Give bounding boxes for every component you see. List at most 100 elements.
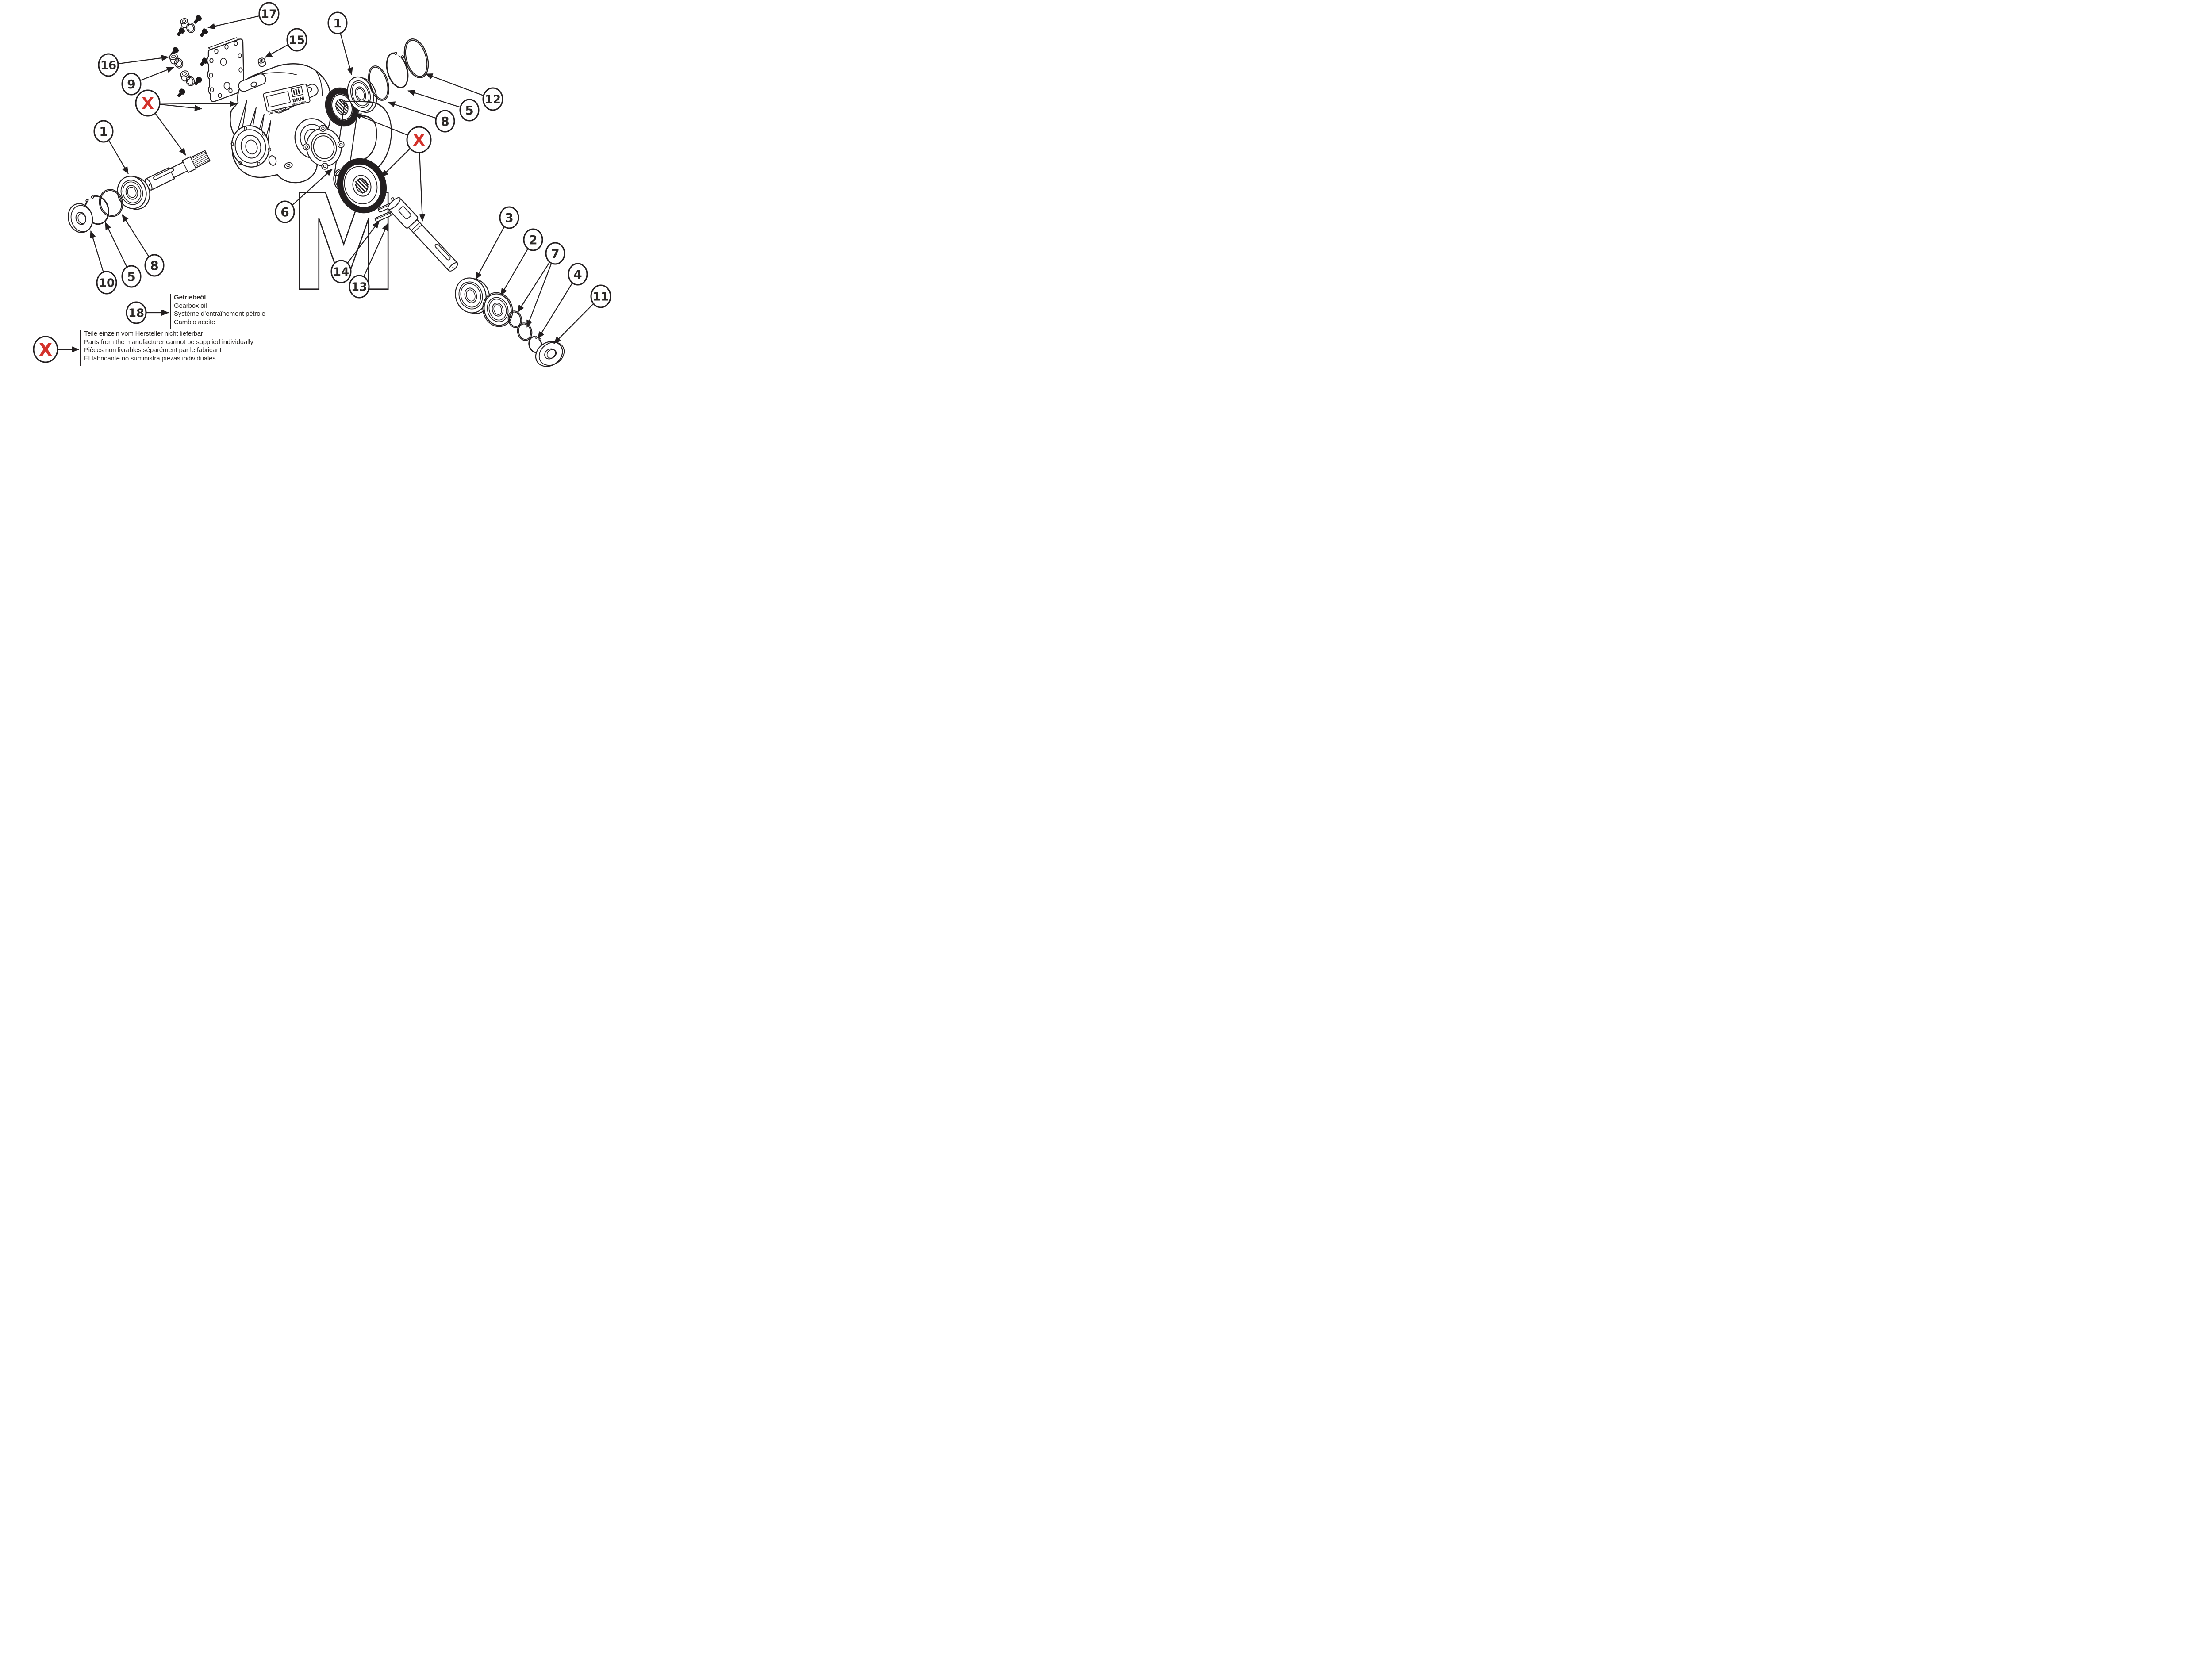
callout-5-c5a: 5 [407, 90, 480, 122]
leader-arrow [140, 66, 174, 81]
leader-arrow [500, 248, 529, 296]
callout-8-c8b: 8 [122, 214, 165, 277]
magnetic-plug-icon [169, 53, 179, 65]
callout-number: 8 [441, 114, 449, 129]
callout-number: 7 [551, 246, 559, 261]
callout-4-c4: 4 [538, 263, 588, 339]
legend-line-es: El fabricante no suministra piezas indiv… [84, 354, 216, 362]
leader-arrow [354, 113, 408, 136]
leader-arrow [346, 221, 380, 264]
leader-arrow [407, 90, 461, 108]
x-legend-block: Teile einzeln vom Hersteller nicht liefe… [80, 330, 253, 366]
shim-ring [507, 310, 522, 328]
thrust-washer [68, 203, 93, 233]
hex-bolt-icon [177, 27, 185, 36]
callout-balloon [275, 200, 295, 223]
callout-6-c6: 6 [275, 169, 333, 223]
callout-number: 6 [280, 205, 289, 219]
output-shaft [387, 197, 458, 272]
ball-bearing [455, 277, 490, 314]
callout-8-c8a: 8 [388, 101, 455, 133]
leader-arrow [118, 55, 169, 65]
drain-boss [284, 162, 293, 169]
callout-number: 10 [99, 276, 115, 290]
leader-arrow [105, 222, 128, 268]
leader-arrow [388, 101, 436, 119]
hex-bolt-icon [194, 77, 203, 85]
callout-number: 5 [465, 103, 473, 118]
o-ring-icon [185, 76, 195, 86]
callout-x-cx3: X [33, 336, 79, 363]
callout-1-c1b: 1 [93, 120, 129, 174]
callout-7-c7: 7 [517, 242, 565, 328]
callout-balloon [126, 301, 147, 324]
leader-arrow [339, 32, 353, 75]
leader-arrow [475, 226, 505, 280]
callout-number: 11 [593, 290, 609, 303]
legend-line-de: Teile einzeln vom Hersteller nicht liefe… [84, 330, 203, 337]
callout-number: X [413, 131, 425, 149]
callout-14-c14: 14 [330, 221, 380, 283]
brand-text: BRM [292, 96, 305, 104]
callout-balloon [406, 126, 432, 153]
legend-line-fr: Pièces non livrables séparément par le f… [84, 346, 222, 354]
leader-arrow [363, 223, 389, 278]
callout-balloon [482, 87, 503, 111]
retaining-ring [403, 38, 429, 78]
callout-balloon [499, 206, 519, 229]
callout-balloon [258, 2, 280, 26]
shim-ring [99, 189, 123, 217]
callout-balloon [96, 271, 117, 295]
callout-1-c1a: 1 [327, 11, 353, 75]
leader-arrow [419, 152, 426, 222]
callout-balloon [459, 99, 480, 122]
leader-arrow [160, 100, 237, 107]
callout-balloon [286, 28, 307, 52]
bearing-retainer-flange [303, 125, 345, 170]
leader-arrow [154, 112, 186, 156]
hex-bolt-icon [177, 88, 186, 97]
bolt-set-side [169, 47, 208, 97]
leader-arrow [517, 261, 551, 313]
callout-balloon [327, 11, 348, 34]
callout-number: 9 [127, 77, 135, 92]
callout-number: X [39, 340, 53, 360]
ball-bearing [482, 292, 513, 327]
callout-16-c16: 16 [98, 53, 169, 77]
callout-9-c9: 9 [121, 66, 174, 96]
leader-arrow [538, 282, 573, 339]
leader-arrow [108, 139, 129, 174]
bolt-set-top [177, 15, 208, 37]
exploded-diagram-canvas: BRM MADE IN ITALY 100.001.000/0 [33, 2, 611, 367]
callout-number: 15 [289, 34, 305, 47]
callout-balloon [590, 284, 611, 308]
callout-number: 2 [529, 233, 537, 247]
hex-bolt-icon [193, 15, 202, 24]
hex-bolt-icon [200, 28, 208, 37]
leader-arrow [207, 15, 259, 30]
callout-number: 5 [127, 269, 135, 284]
oil-note-line-es: Cambio aceite [174, 318, 215, 326]
callout-balloon [93, 120, 114, 143]
callout-balloon [121, 265, 142, 288]
callout-2-c2: 2 [500, 228, 543, 296]
callout-number: 17 [261, 8, 277, 21]
parts-diagram-page: BRM MADE IN ITALY 100.001.000/0 [0, 0, 694, 368]
callout-balloon [144, 254, 165, 277]
vent-plug-icon [257, 57, 266, 67]
shaft-key-icon [374, 211, 392, 222]
callout-number: 13 [351, 280, 367, 294]
callout-number: 16 [100, 59, 116, 72]
leader-arrow [425, 73, 484, 96]
shim-ring [517, 322, 533, 341]
leader-arrow [292, 169, 333, 206]
seal-washer-icon [174, 58, 184, 69]
leader-arrow [160, 103, 202, 111]
callout-11-c11: 11 [553, 284, 611, 344]
keyway-slot [153, 167, 174, 180]
callout-15-c15: 15 [265, 28, 307, 58]
callout-12-c12: 12 [425, 73, 503, 111]
note-divider-bar [170, 294, 171, 329]
oil-note-line-de: Getriebeöl [174, 294, 206, 301]
